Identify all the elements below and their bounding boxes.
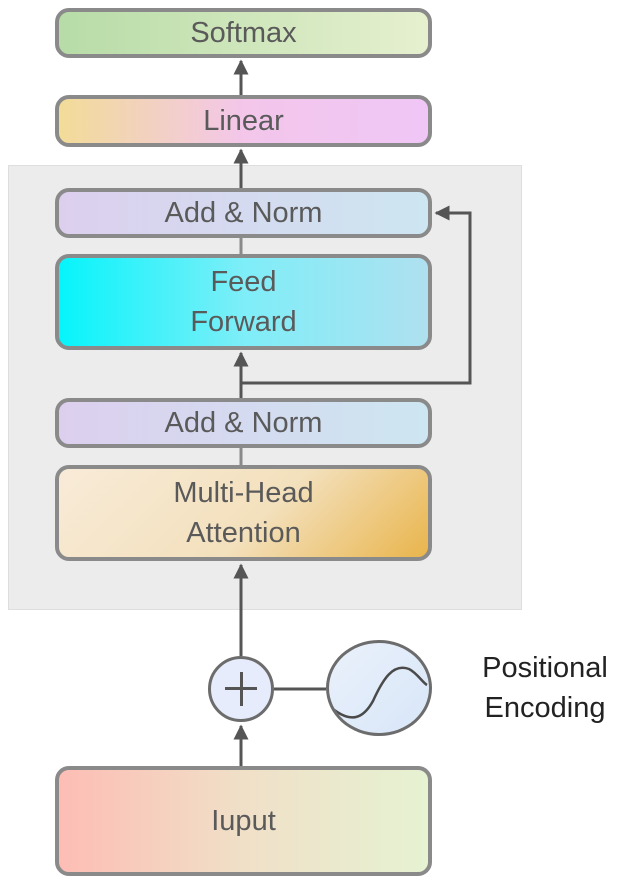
feed-forward-block: Feed Forward [55,254,432,350]
multi-head-attention-label: Multi-Head Attention [173,477,314,549]
input-block: Iuput [55,766,432,876]
softmax-label: Softmax [190,17,297,49]
add-norm-top-label: Add & Norm [164,197,323,229]
sine-wave-icon [326,640,432,736]
input-label: Iuput [211,805,276,837]
multi-head-attention-block: Multi-Head Attention [55,465,432,561]
add-norm-bottom-label: Add & Norm [164,407,323,439]
add-norm-bottom-block: Add & Norm [55,398,432,448]
add-norm-top-block: Add & Norm [55,188,432,238]
plus-icon [208,656,274,722]
linear-label: Linear [203,105,284,137]
softmax-block: Softmax [55,8,432,58]
feed-forward-label: Feed Forward [190,266,297,338]
positional-encoding-label: Positional Encoding [482,652,608,724]
residual-connection [241,205,472,385]
linear-block: Linear [55,95,432,147]
